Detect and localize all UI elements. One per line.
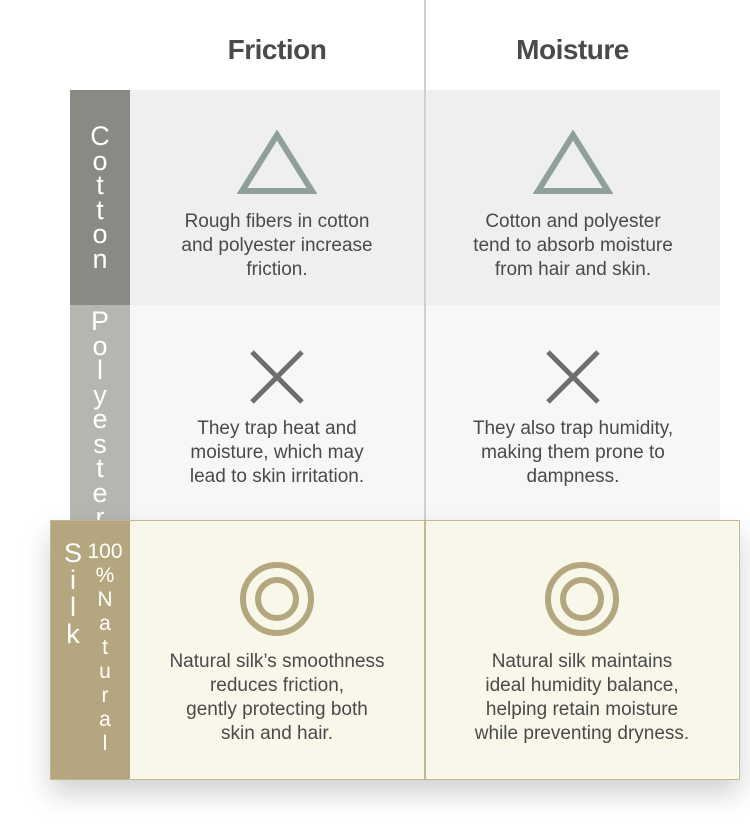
triangle-icon bbox=[237, 130, 317, 194]
triangle-icon bbox=[533, 130, 613, 194]
row-label-silk: S i l k 100 % N a t u r a l bbox=[50, 520, 130, 780]
cell-polyester-friction: They trap heat and moisture, which may l… bbox=[130, 305, 424, 520]
row-polyester: P o l y e s t e r They trap heat and moi… bbox=[70, 305, 720, 530]
row-cotton: C o t t o n Rough fibers in cotton and p… bbox=[70, 90, 720, 305]
cell-silk-friction: Natural silk’s smoothness reduces fricti… bbox=[130, 520, 424, 780]
row-label-silk-text: S i l k bbox=[63, 538, 82, 649]
row-label-natural-text: 100 % N a t u r a l bbox=[87, 540, 123, 755]
column-divider bbox=[424, 90, 426, 305]
cell-description: They also trap humidity, making them pro… bbox=[472, 418, 674, 487]
row-silk: S i l k 100 % N a t u r a l Natural silk… bbox=[50, 520, 740, 780]
cell-description: Cotton and polyester tend to absorb mois… bbox=[473, 211, 673, 280]
cell-silk-moisture: Natural silk maintains ideal humidity ba… bbox=[426, 520, 738, 780]
cell-cotton-moisture: Cotton and polyester tend to absorb mois… bbox=[426, 90, 720, 305]
cell-cotton-friction: Rough fibers in cotton and polyester inc… bbox=[130, 90, 424, 305]
cell-description: Natural silk maintains ideal humidity ba… bbox=[474, 651, 690, 744]
header-divider bbox=[424, 0, 426, 90]
cell-description: Natural silk’s smoothness reduces fricti… bbox=[169, 651, 385, 744]
column-header-friction: Friction bbox=[227, 34, 327, 65]
column-header-moisture: Moisture bbox=[516, 34, 629, 65]
double-circle-icon bbox=[240, 562, 314, 636]
cross-icon bbox=[250, 350, 304, 404]
row-label-polyester: P o l y e s t e r bbox=[70, 305, 130, 530]
column-divider bbox=[424, 305, 426, 520]
double-circle-icon bbox=[545, 562, 619, 636]
column-divider bbox=[424, 520, 426, 780]
row-label-polyester-text: P o l y e s t e r bbox=[90, 306, 109, 532]
cell-description: Rough fibers in cotton and polyester inc… bbox=[181, 211, 373, 280]
cell-description: They trap heat and moisture, which may l… bbox=[189, 418, 365, 487]
cross-icon bbox=[546, 350, 600, 404]
row-label-cotton: C o t t o n bbox=[70, 90, 130, 305]
cell-polyester-moisture: They also trap humidity, making them pro… bbox=[426, 305, 720, 520]
row-label-cotton-text: C o t t o n bbox=[90, 121, 110, 274]
